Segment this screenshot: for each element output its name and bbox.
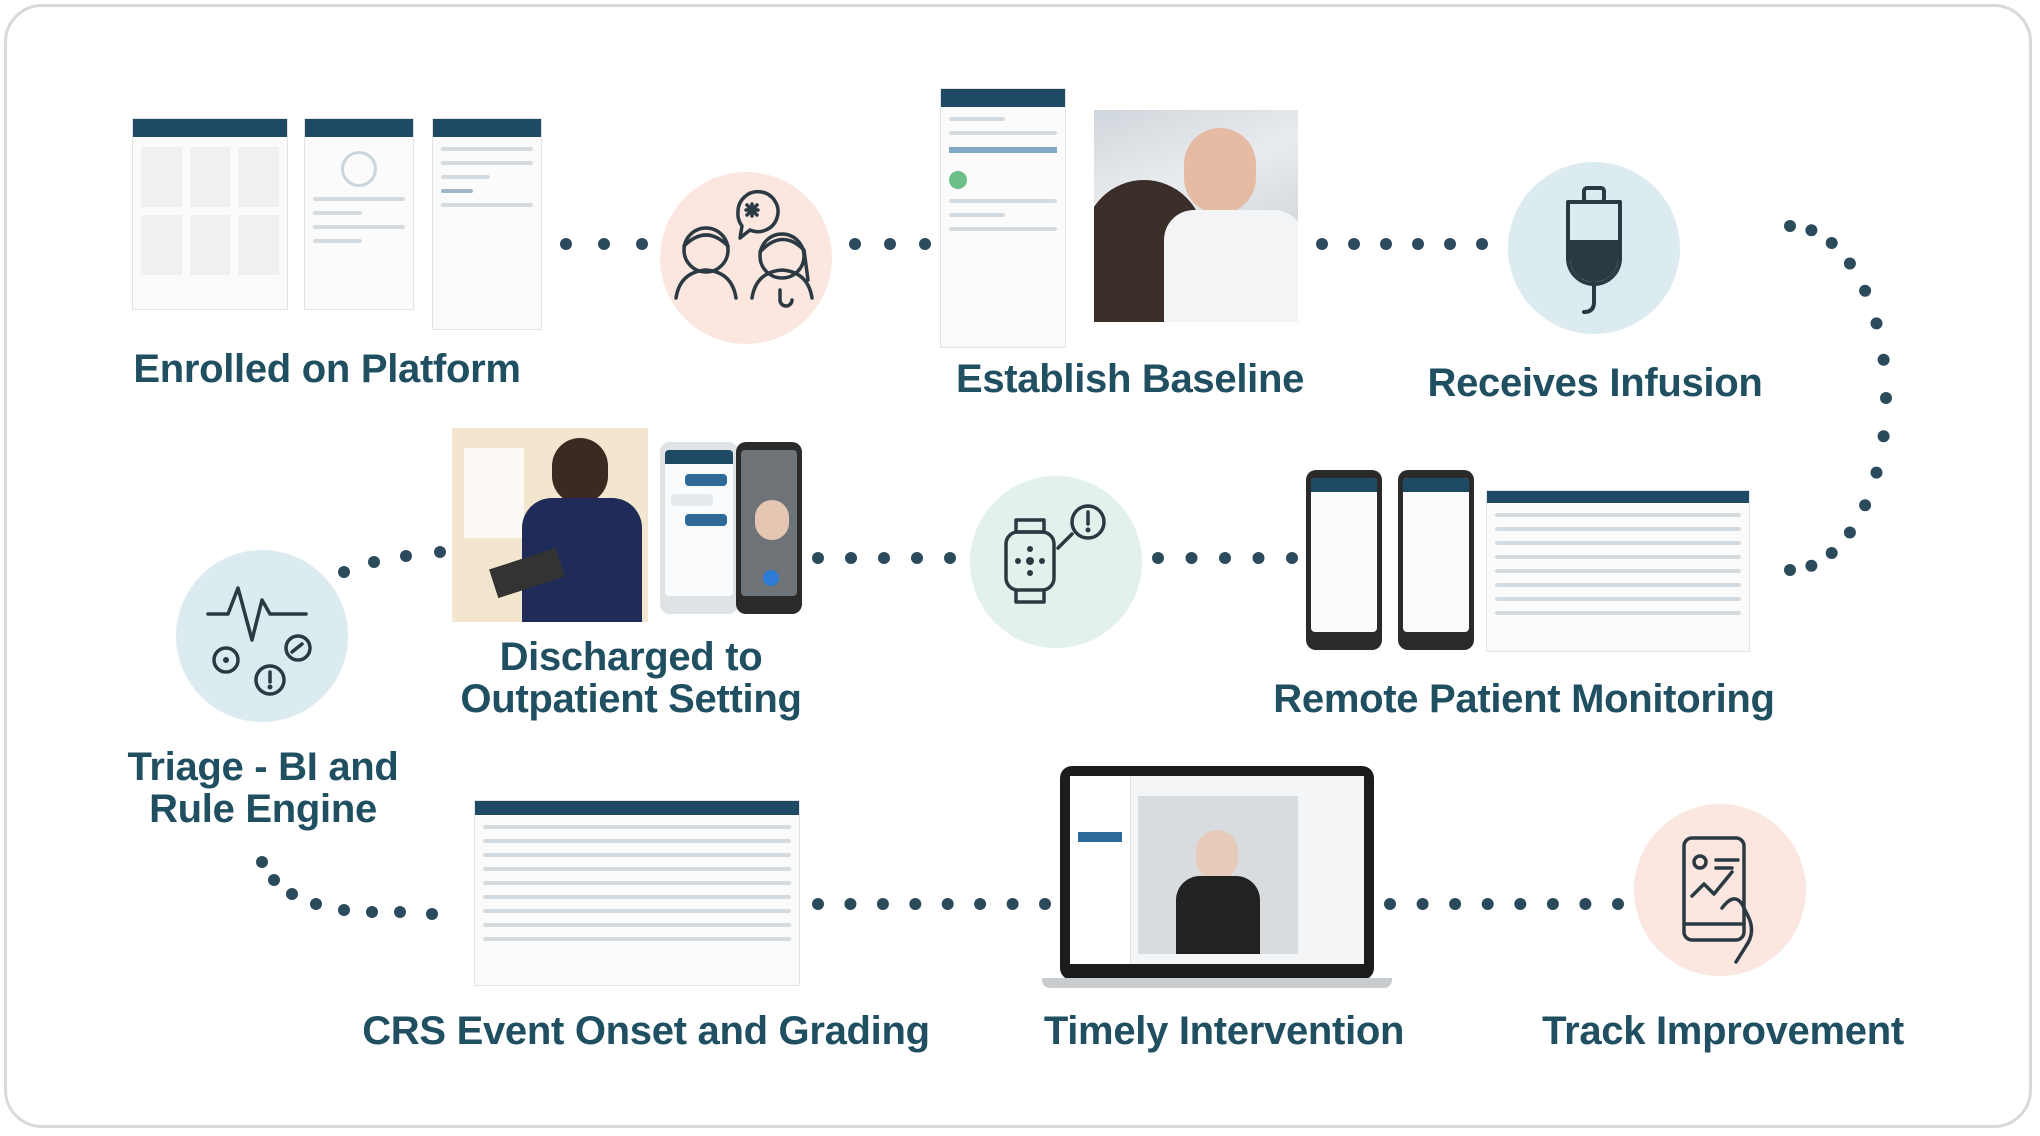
connector-dot xyxy=(310,898,322,910)
connector-dot xyxy=(1412,238,1424,250)
nurse-photo xyxy=(452,428,648,622)
connector-dot xyxy=(1825,547,1838,559)
intervention-laptop xyxy=(1060,766,1374,980)
connector-dot xyxy=(911,552,923,564)
connector-dot xyxy=(400,550,412,562)
connector-dot xyxy=(1784,564,1796,576)
connector-dot xyxy=(1579,898,1592,910)
label-enrolled: Enrolled on Platform xyxy=(133,347,521,391)
connector-dot xyxy=(1859,499,1872,512)
connector-dot xyxy=(1316,238,1328,250)
connector-dot xyxy=(1843,526,1856,539)
connector-dot xyxy=(1612,898,1624,910)
connector-dot xyxy=(1870,466,1883,479)
connector-dot xyxy=(919,238,931,250)
connector-dot xyxy=(944,552,956,564)
crs-dashboard xyxy=(474,800,800,986)
connector-dot xyxy=(909,898,922,910)
connector-dot xyxy=(845,552,857,564)
connector-dot xyxy=(941,898,954,910)
label-rpm: Remote Patient Monitoring xyxy=(1273,677,1775,721)
connector-dot xyxy=(1877,353,1890,366)
connector-dot xyxy=(1476,238,1488,250)
label-triage-line1: Triage - BI and xyxy=(127,745,399,789)
enrolled-screen-3 xyxy=(432,118,542,330)
label-infusion: Receives Infusion xyxy=(1427,361,1763,405)
connector-dot xyxy=(1805,559,1818,572)
connector-dot xyxy=(256,856,268,868)
connector-dot xyxy=(1870,317,1883,330)
connector-dot xyxy=(1546,898,1559,910)
rpm-phone-2 xyxy=(1398,470,1474,650)
connector-dot xyxy=(560,238,572,250)
connector-dot xyxy=(1380,238,1392,250)
connector-dot xyxy=(1877,430,1890,443)
connector-dot xyxy=(1348,238,1360,250)
connector-dot xyxy=(434,546,446,558)
discharge-phone-chat xyxy=(660,442,738,614)
enrolled-screen-2 xyxy=(304,118,414,310)
label-crs: CRS Event Onset and Grading xyxy=(362,1009,930,1053)
connector-dot xyxy=(426,908,438,920)
laptop-base xyxy=(1042,978,1392,988)
rpm-phone-1 xyxy=(1306,470,1382,650)
connector-dot xyxy=(368,556,380,568)
connector-dot xyxy=(812,552,824,564)
baseline-phone-screen xyxy=(940,88,1066,348)
label-discharged-line2: Outpatient Setting xyxy=(460,677,802,721)
doctor-photo xyxy=(1094,110,1298,322)
rpm-dashboard xyxy=(1486,490,1750,652)
connector-dot xyxy=(1152,552,1164,564)
connector-dot xyxy=(1039,898,1051,910)
discharge-phone-video xyxy=(736,442,802,614)
connector-dot xyxy=(636,238,648,250)
connector-dot xyxy=(286,888,298,900)
connector-dot xyxy=(1449,898,1462,910)
label-baseline: Establish Baseline xyxy=(955,357,1305,401)
connector-dot xyxy=(1880,392,1892,404)
connector-dot xyxy=(1416,898,1429,910)
connector-dot xyxy=(974,898,987,910)
connector-dot xyxy=(366,906,378,918)
connector-dot xyxy=(1185,552,1198,564)
connector-dot xyxy=(1384,898,1396,910)
connector-dot xyxy=(878,552,890,564)
connector-dot xyxy=(1444,238,1456,250)
label-triage-line2: Rule Engine xyxy=(149,787,377,831)
connector-dot xyxy=(844,898,857,910)
connector-dot xyxy=(1514,898,1527,910)
connector-dot xyxy=(338,566,350,578)
connector-dot xyxy=(884,238,896,250)
connector-dot xyxy=(1252,552,1265,564)
connector-dot xyxy=(598,238,610,250)
connector-dot xyxy=(1219,552,1231,564)
connector-dot xyxy=(1784,220,1796,232)
connector-dot xyxy=(876,898,889,910)
connector-dot xyxy=(1481,898,1494,910)
connector-dot xyxy=(1006,898,1019,910)
connector-dot xyxy=(1286,552,1298,564)
label-discharged-line1: Discharged to xyxy=(499,635,763,679)
connector-dot xyxy=(812,898,824,910)
connector-dot xyxy=(1859,284,1872,297)
connector-dot xyxy=(1843,257,1856,270)
connector-dot xyxy=(1805,224,1818,237)
connector-dot xyxy=(338,904,350,916)
connector-dot xyxy=(849,238,861,250)
label-intervention: Timely Intervention xyxy=(1043,1009,1405,1053)
label-track: Track Improvement xyxy=(1542,1009,1904,1053)
connector-dot xyxy=(1825,237,1838,249)
connector-dot xyxy=(268,874,280,886)
enrolled-screen-1 xyxy=(132,118,288,310)
connector-dot xyxy=(394,906,406,918)
